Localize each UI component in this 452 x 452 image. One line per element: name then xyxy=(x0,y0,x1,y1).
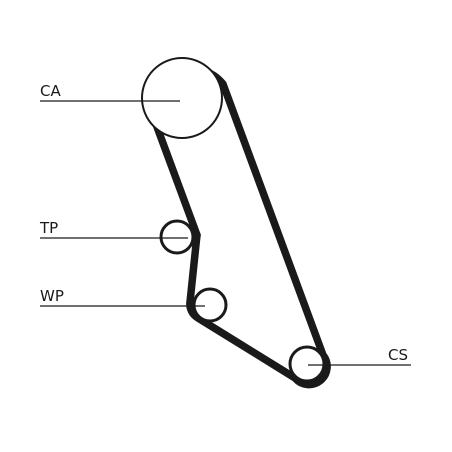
label-wp: WP xyxy=(40,287,64,305)
crankshaft-pulley xyxy=(288,345,326,383)
label-cs: CS xyxy=(388,346,408,364)
water-pump-pulley xyxy=(192,287,228,323)
tensioner-pulley xyxy=(159,219,195,255)
label-tp: TP xyxy=(39,219,58,237)
camshaft-pulley xyxy=(141,57,223,139)
label-ca: CA xyxy=(40,82,61,100)
